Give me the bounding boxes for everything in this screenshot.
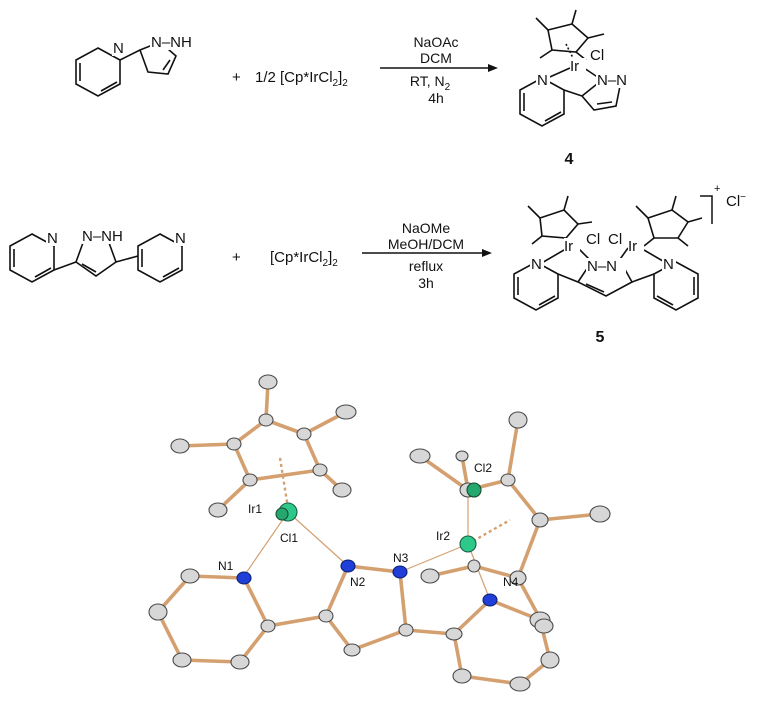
product5-n-left: N [531,256,542,273]
reactant2-nh-label: N–NH [82,228,123,245]
label-ir2: Ir2 [436,529,450,543]
reagent-2: [Cp*IrCl2]2 [270,249,338,269]
label-n1: N1 [218,559,234,573]
reactant2-n-left: N [47,230,58,247]
reactant2-n-right: N [175,230,186,247]
plus-sign-2: + [232,249,241,266]
condition-1-base: NaOAc [413,34,458,50]
product5-cl2-label: Cl [608,231,622,248]
condition-1-time: 4h [428,90,444,106]
reactant-bis-pyridyl-pyrazole: N–NH N N [9,228,188,283]
carbon-atoms [148,374,611,692]
label-cl1: Cl1 [280,531,298,545]
atom-ir2 [459,535,477,553]
scheme-2: N–NH N N + [Cp*IrCl2]2 NaOMe MeOH/DCM re… [9,183,746,346]
product5-ir2-label: Ir [628,238,637,255]
atom-n2 [340,559,356,573]
counterion: Cl− [726,192,746,210]
label-cl2: Cl2 [474,461,492,475]
atom-cl2 [466,482,482,498]
condition-2-time: 3h [418,275,434,291]
product5-charge: + [714,183,720,195]
product5-cl1-label: Cl [586,231,600,248]
arrow-head-2 [482,249,492,257]
product-4-structure: Ir Cl N N–N [519,9,636,127]
crystal-structure-ortep: Ir1 Cl1 N1 N2 N3 Ir2 Cl2 N4 [148,374,611,692]
product4-cl-label: Cl [590,47,604,64]
reagent-1: 1/2 [Cp*IrCl2]2 [255,69,348,89]
label-n3: N3 [393,551,409,565]
atom-n4 [482,593,498,607]
atom-n3 [392,565,408,579]
arrow-head-1 [488,64,498,72]
scheme-1: N–NH N + 1/2 [Cp*IrCl2]2 NaOAc DCM RT, N… [75,9,636,168]
reactant1-nh-label: N–NH [151,34,192,51]
compound-number-5: 5 [596,329,605,346]
atom-n1 [236,571,252,585]
label-ir1: Ir1 [248,502,262,516]
condition-1-temp: RT, N2 [410,73,451,93]
bond-rods [156,380,602,686]
atom-cl1 [275,507,289,521]
condition-2-base: NaOMe [402,220,450,236]
product5-ir1-label: Ir [564,238,573,255]
product-5-structure: Ir Ir Cl Cl N–N N N [513,195,703,311]
product4-ir-label: Ir [570,58,579,75]
product4-nn-label: N–N [597,72,627,89]
product4-n-label: N [537,72,548,89]
reactant1-n-label: N [113,40,124,57]
condition-2-temp: reflux [409,258,443,274]
product5-nn-label: N–N [587,258,617,275]
compound-number-4: 4 [565,151,574,168]
label-n4: N4 [503,575,519,589]
product5-n-right: N [663,256,674,273]
label-n2: N2 [350,575,366,589]
plus-sign-1: + [232,69,241,86]
condition-1-solvent: DCM [420,50,452,66]
reactant-pyridyl-pyrazole: N–NH N [75,34,198,97]
charge-bracket [700,195,713,224]
condition-2-solvent: MeOH/DCM [388,236,464,252]
